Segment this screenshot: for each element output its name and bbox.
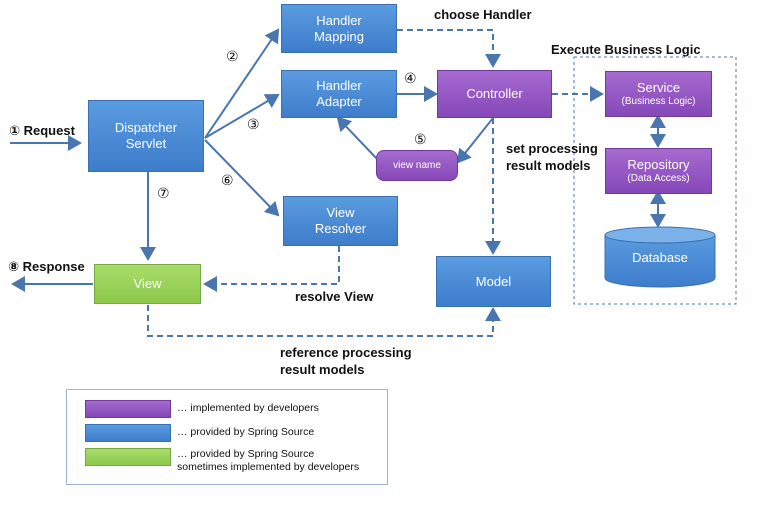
response-label: ⑧ Response xyxy=(8,259,85,274)
handler-mapping-label: Handler Mapping xyxy=(314,12,364,44)
model-box: Model xyxy=(436,256,551,307)
reference-processing-label: reference processing result models xyxy=(280,345,412,377)
arrow-to-handler-mapping xyxy=(204,28,280,139)
legend: … implemented by developers … provided b… xyxy=(66,389,388,485)
arrow-to-handler-adapter xyxy=(204,93,280,139)
reference-model-connector xyxy=(147,305,501,337)
view-resolver-box: View Resolver xyxy=(283,196,398,246)
view-box: View xyxy=(94,264,201,304)
choose-handler-label: choose Handler xyxy=(434,7,532,22)
legend-text-spring-sometimes: … provided by Spring Source sometimes im… xyxy=(177,448,360,473)
controller-label: Controller xyxy=(466,86,523,101)
service-box: Service (Business Logic) xyxy=(605,71,712,117)
service-sublabel: (Business Logic) xyxy=(621,96,696,107)
step-2-number: ② xyxy=(226,48,239,64)
arrow-controller-to-view-name xyxy=(456,117,494,164)
step-3-number: ③ xyxy=(247,116,260,132)
step-7-number: ⑦ xyxy=(157,185,170,201)
set-processing-label: set processing result models xyxy=(506,141,598,173)
dispatcher-servlet-label: Dispatcher Servlet xyxy=(114,120,178,151)
repository-sublabel: (Data Access) xyxy=(627,173,690,184)
execute-business-logic-label: Execute Business Logic xyxy=(551,42,701,57)
resolve-view-label: resolve View xyxy=(295,289,374,304)
dispatcher-servlet-box: Dispatcher Servlet xyxy=(88,100,204,172)
legend-text-developers: … implemented by developers xyxy=(177,402,319,414)
view-resolver-label: View Resolver xyxy=(314,205,367,236)
step-4-number: ④ xyxy=(404,70,417,86)
step-5-number: ⑤ xyxy=(414,131,427,147)
view-name-box: view name xyxy=(376,150,458,181)
handler-adapter-label: Handler Adapter xyxy=(316,78,362,109)
legend-text-spring: … provided by Spring Source xyxy=(177,426,315,438)
view-label: View xyxy=(133,276,162,291)
business-logic-frame xyxy=(573,56,737,305)
view-name-label: view name xyxy=(393,159,441,171)
database-cylinder: Database xyxy=(604,226,716,288)
legend-swatch-blue xyxy=(85,424,171,442)
handler-adapter-box: Handler Adapter xyxy=(281,70,397,118)
request-label: ① Request xyxy=(9,123,75,138)
choose-handler-connector xyxy=(397,29,501,68)
resolve-view-connector xyxy=(203,246,340,292)
legend-swatch-green xyxy=(85,448,171,466)
handler-mapping-box: Handler Mapping xyxy=(281,4,397,53)
step-6-number: ⑥ xyxy=(221,172,234,188)
legend-swatch-purple xyxy=(85,400,171,418)
database-label: Database xyxy=(632,250,688,265)
repository-label: Repository xyxy=(627,157,690,172)
arrow-view-name-to-adapter xyxy=(336,116,379,161)
service-label: Service xyxy=(636,80,681,95)
arrow-to-view-resolver xyxy=(204,139,280,217)
repository-box: Repository (Data Access) xyxy=(605,148,712,194)
controller-box: Controller xyxy=(437,70,552,118)
model-label: Model xyxy=(475,273,512,289)
